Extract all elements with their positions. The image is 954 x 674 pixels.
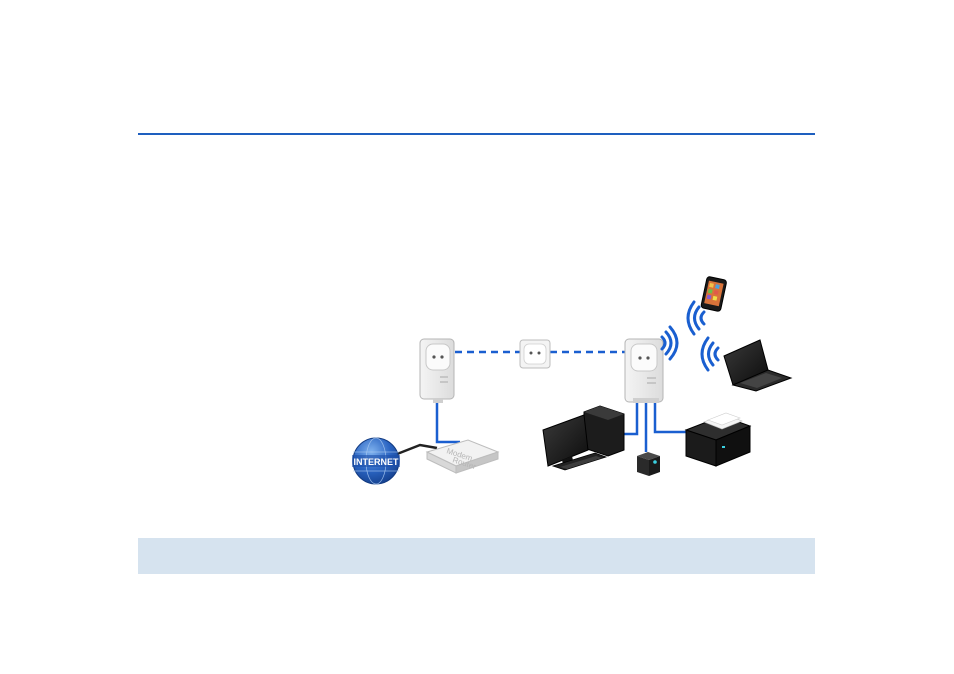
smartphone-icon <box>700 276 727 312</box>
link-globe-router <box>391 443 438 458</box>
modem-router-icon: Modem Router <box>425 439 500 474</box>
printer-icon <box>684 412 752 467</box>
desktop-computer-icon <box>542 405 625 471</box>
wifi-signal-icon <box>686 300 706 336</box>
wifi-signal-icon <box>660 325 679 361</box>
ethernet-links <box>435 400 690 452</box>
wifi-powerline-adapter-icon <box>624 338 664 403</box>
network-storage-icon <box>637 452 660 476</box>
wifi-signal-icon <box>700 336 720 372</box>
note-bar <box>138 538 815 574</box>
internet-globe-icon: INTERNET <box>352 437 400 485</box>
link-adapter-printer <box>653 402 690 434</box>
top-divider <box>138 133 815 135</box>
link-adapter-router <box>435 400 460 444</box>
wall-socket-icon <box>519 339 551 369</box>
powerline-adapter-icon <box>419 338 455 403</box>
laptop-icon <box>723 339 793 392</box>
internet-label: INTERNET <box>354 457 400 467</box>
